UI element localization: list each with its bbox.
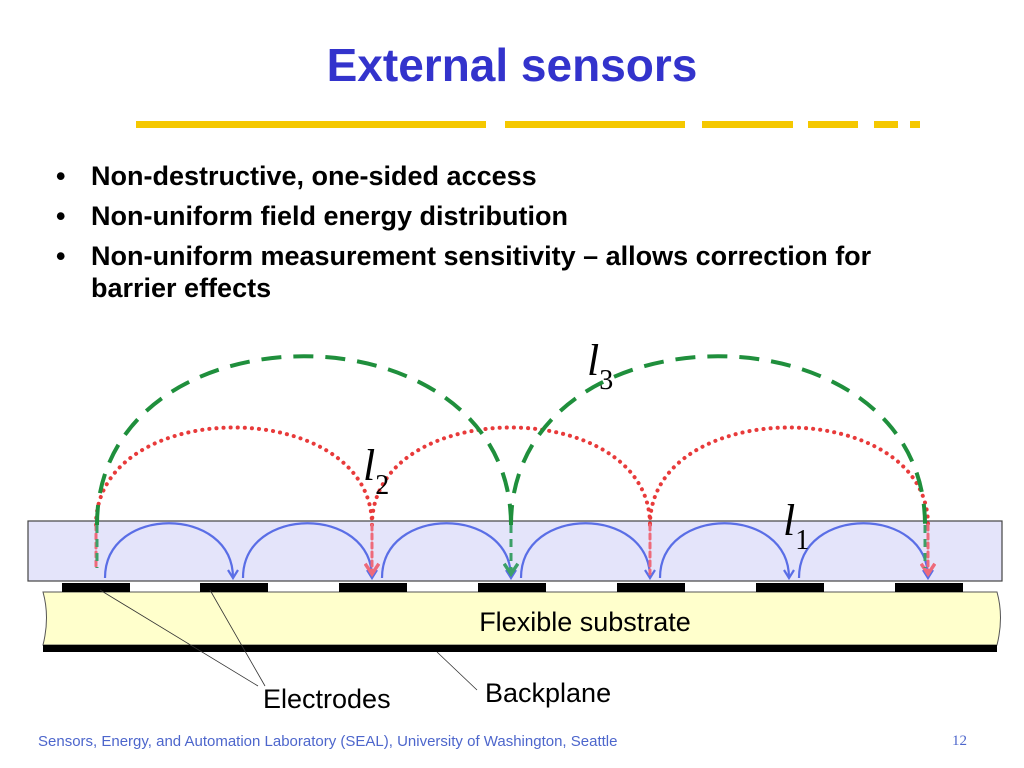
bullet-item: • Non-uniform field energy distribution <box>48 200 948 232</box>
bullet-marker: • <box>56 241 66 271</box>
footer-text: Sensors, Energy, and Automation Laborato… <box>38 733 618 750</box>
backplane <box>43 645 997 652</box>
electrode <box>478 583 546 592</box>
substrate-label: Flexible substrate <box>479 607 691 637</box>
page-number: 12 <box>952 733 967 749</box>
title-underline <box>136 121 920 128</box>
electrodes <box>62 583 963 592</box>
electrode <box>756 583 824 592</box>
bullet-marker: • <box>56 161 66 191</box>
l2-label: l2 <box>363 441 389 501</box>
bullet-item: • Non-uniform measurement sensitivity – … <box>48 240 948 304</box>
l2-field-lines <box>94 425 928 575</box>
sensor-layer <box>27 520 1003 582</box>
l3-label: l3 <box>587 336 613 396</box>
bullet-item: • Non-destructive, one-sided access <box>48 160 948 192</box>
electrode <box>617 583 685 592</box>
bullet-text: Non-uniform field energy distribution <box>91 201 568 231</box>
leader-lines <box>99 589 478 691</box>
backplane-label: Backplane <box>485 678 611 708</box>
l1-field-lines <box>103 522 934 581</box>
electrode <box>339 583 407 592</box>
electrode <box>62 583 130 592</box>
l3-field-lines <box>95 354 927 574</box>
bullet-list: • Non-destructive, one-sided access • No… <box>48 160 948 312</box>
bullet-text: Non-uniform measurement sensitivity – al… <box>91 241 872 303</box>
l1-label: l1 <box>783 496 809 556</box>
electrodes-label: Electrodes <box>263 684 391 714</box>
bullet-marker: • <box>56 201 66 231</box>
electrode <box>895 583 963 592</box>
bullet-text: Non-destructive, one-sided access <box>91 161 537 191</box>
slide-title: External sensors <box>326 39 698 91</box>
electrode <box>200 583 268 592</box>
